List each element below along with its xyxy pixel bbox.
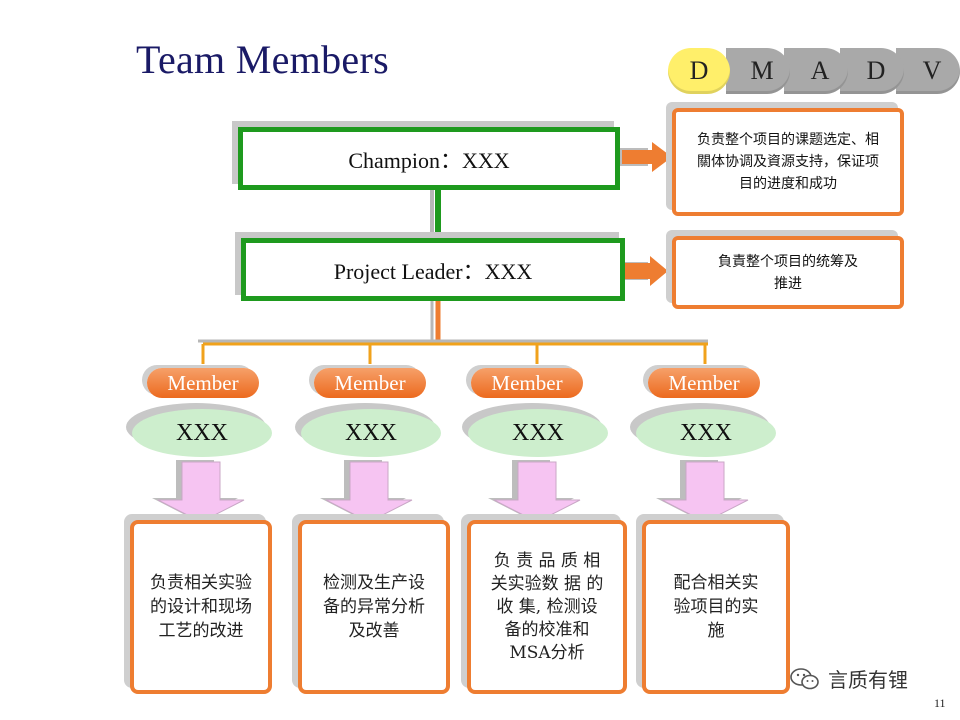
member-duty-box-4: 配合相关实验项目的实施 — [642, 520, 790, 694]
member-duty-box-1: 负责相关实验的设计和现场工艺的改进 — [130, 520, 272, 694]
member-role-4: Member — [668, 370, 740, 395]
member-duty-3: 负 责 品 质 相关实验数 据 的 收 集, 检测设备的校准和MSA分析 — [490, 550, 604, 663]
champion-description: 负责整个项目的课题选定、相關体协调及資源支持，保证项目的进度和成功 — [697, 132, 879, 192]
champion-description-box: 负责整个项目的课题选定、相關体协调及資源支持，保证项目的进度和成功 — [672, 108, 904, 216]
page-title: Team Members — [136, 37, 389, 82]
project-leader-description-box: 負責整个项目的统筹及推进 — [672, 236, 904, 309]
member-name-4: XXX — [680, 419, 732, 446]
champion-label: Champion：XXX — [348, 147, 510, 173]
member-name-ellipse-1: XXX — [132, 409, 272, 457]
member-duty-box-3: 负 责 品 质 相关实验数 据 的 收 集, 检测设备的校准和MSA分析 — [467, 520, 627, 694]
member-name-2: XXX — [345, 419, 397, 446]
member-pill-1: Member — [147, 368, 259, 398]
member-name-1: XXX — [176, 419, 228, 446]
member-name-3: XXX — [512, 419, 564, 446]
phase-tab-m[interactable]: M — [724, 48, 790, 94]
member-role-3: Member — [491, 370, 563, 395]
project-leader-label: Project Leader：XXX — [333, 258, 533, 284]
watermark-text: 言质有锂 — [828, 668, 908, 692]
member-name-ellipse-4: XXX — [636, 409, 776, 457]
phase-tab-a[interactable]: A — [782, 48, 848, 94]
member-name-ellipse-3: XXX — [468, 409, 608, 457]
project-leader-description: 負責整个项目的统筹及推进 — [718, 253, 858, 292]
dmadv-phase-tabs: V D A M D — [668, 48, 960, 94]
member-duty-1: 负责相关实验的设计和现场工艺的改进 — [150, 573, 252, 641]
member-duty-4: 配合相关实验项目的实施 — [673, 573, 759, 641]
member-down-arrow-2 — [320, 460, 413, 523]
member-pill-4: Member — [648, 368, 760, 398]
member-duty-2: 检测及生产设备的异常分析及改善 — [323, 573, 425, 641]
member-down-arrow-3 — [488, 460, 581, 523]
member-name-ellipse-2: XXX — [301, 409, 441, 457]
member-pill-2: Member — [314, 368, 426, 398]
watermark: 言质有锂 — [790, 664, 908, 693]
member-role-1: Member — [167, 370, 239, 395]
member-pill-3: Member — [471, 368, 583, 398]
leader-desc-arrow — [620, 256, 668, 286]
champion-box: Champion：XXX — [238, 127, 620, 190]
wechat-icon — [790, 667, 819, 689]
member-down-arrow-1 — [152, 460, 245, 523]
member-down-arrow-4 — [656, 460, 749, 523]
member-role-2: Member — [334, 370, 406, 395]
champion-desc-arrow — [618, 142, 672, 172]
project-leader-box: Project Leader：XXX — [241, 238, 625, 301]
member-duty-box-2: 检测及生产设备的异常分析及改善 — [298, 520, 450, 694]
phase-tab-d1-active[interactable]: D — [668, 48, 730, 94]
page-number: 11 — [934, 696, 946, 710]
